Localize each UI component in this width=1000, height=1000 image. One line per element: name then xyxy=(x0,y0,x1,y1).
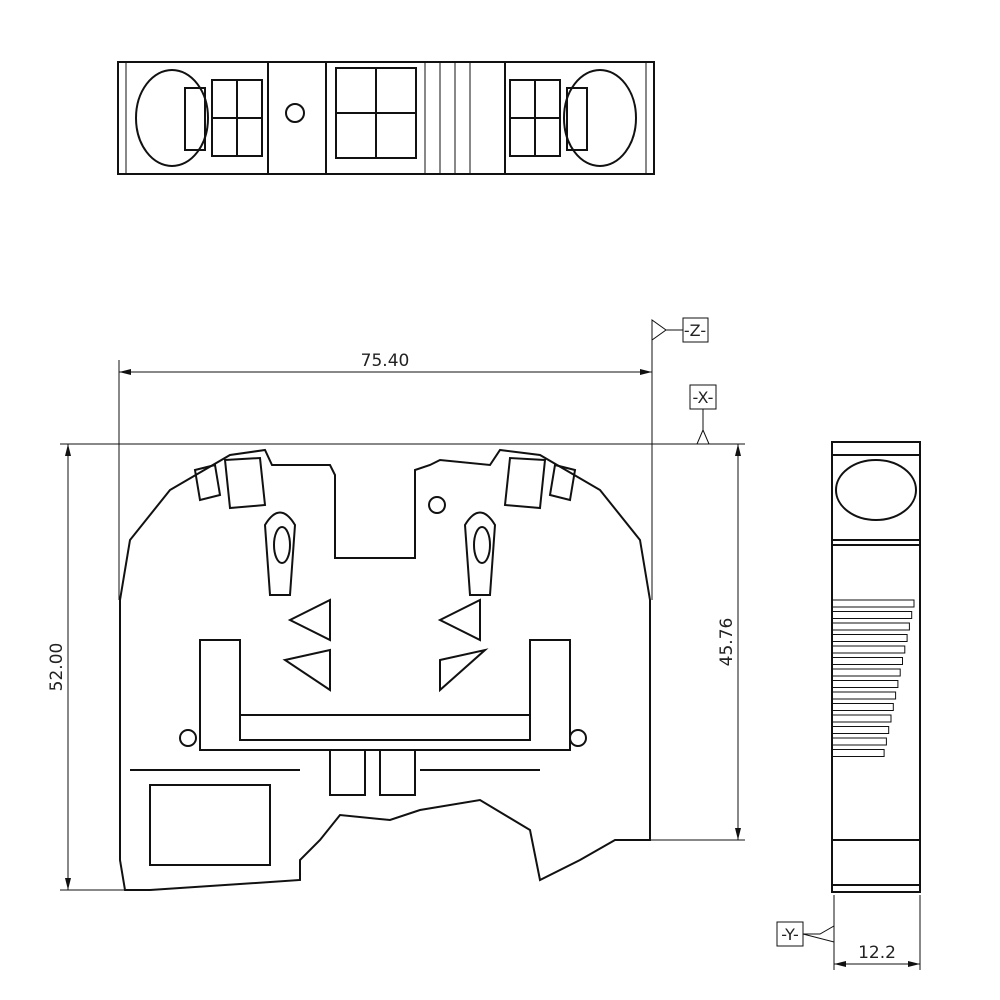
side-fin xyxy=(831,645,906,654)
dim-height-total-label: 52.00 xyxy=(47,643,67,692)
side-fin xyxy=(831,599,915,608)
side-fin xyxy=(831,749,885,757)
top-view xyxy=(117,61,655,175)
side-fin xyxy=(831,634,908,642)
side-fin xyxy=(831,668,901,677)
datum-x-label: -X- xyxy=(693,388,714,407)
side-fin xyxy=(831,622,910,631)
side-fin xyxy=(831,611,913,619)
datum-z-box xyxy=(682,317,709,343)
side-fin xyxy=(831,657,903,665)
datum-markers xyxy=(651,317,835,947)
side-view xyxy=(831,441,921,893)
dim-height-rail-label: 45.76 xyxy=(717,618,737,667)
side-fin xyxy=(831,737,887,746)
side-fin xyxy=(831,703,894,711)
datum-z-label: -Z- xyxy=(684,321,706,340)
side-fin xyxy=(831,726,890,734)
dimension-lines xyxy=(60,320,921,970)
dim-thickness-label: 12.2 xyxy=(858,943,896,963)
datum-y-label: -Y- xyxy=(781,925,799,944)
side-fin xyxy=(831,714,892,723)
front-view xyxy=(119,448,651,891)
dim-width-label: 75.40 xyxy=(361,351,410,371)
side-fin xyxy=(831,680,899,688)
side-fin xyxy=(831,691,897,700)
